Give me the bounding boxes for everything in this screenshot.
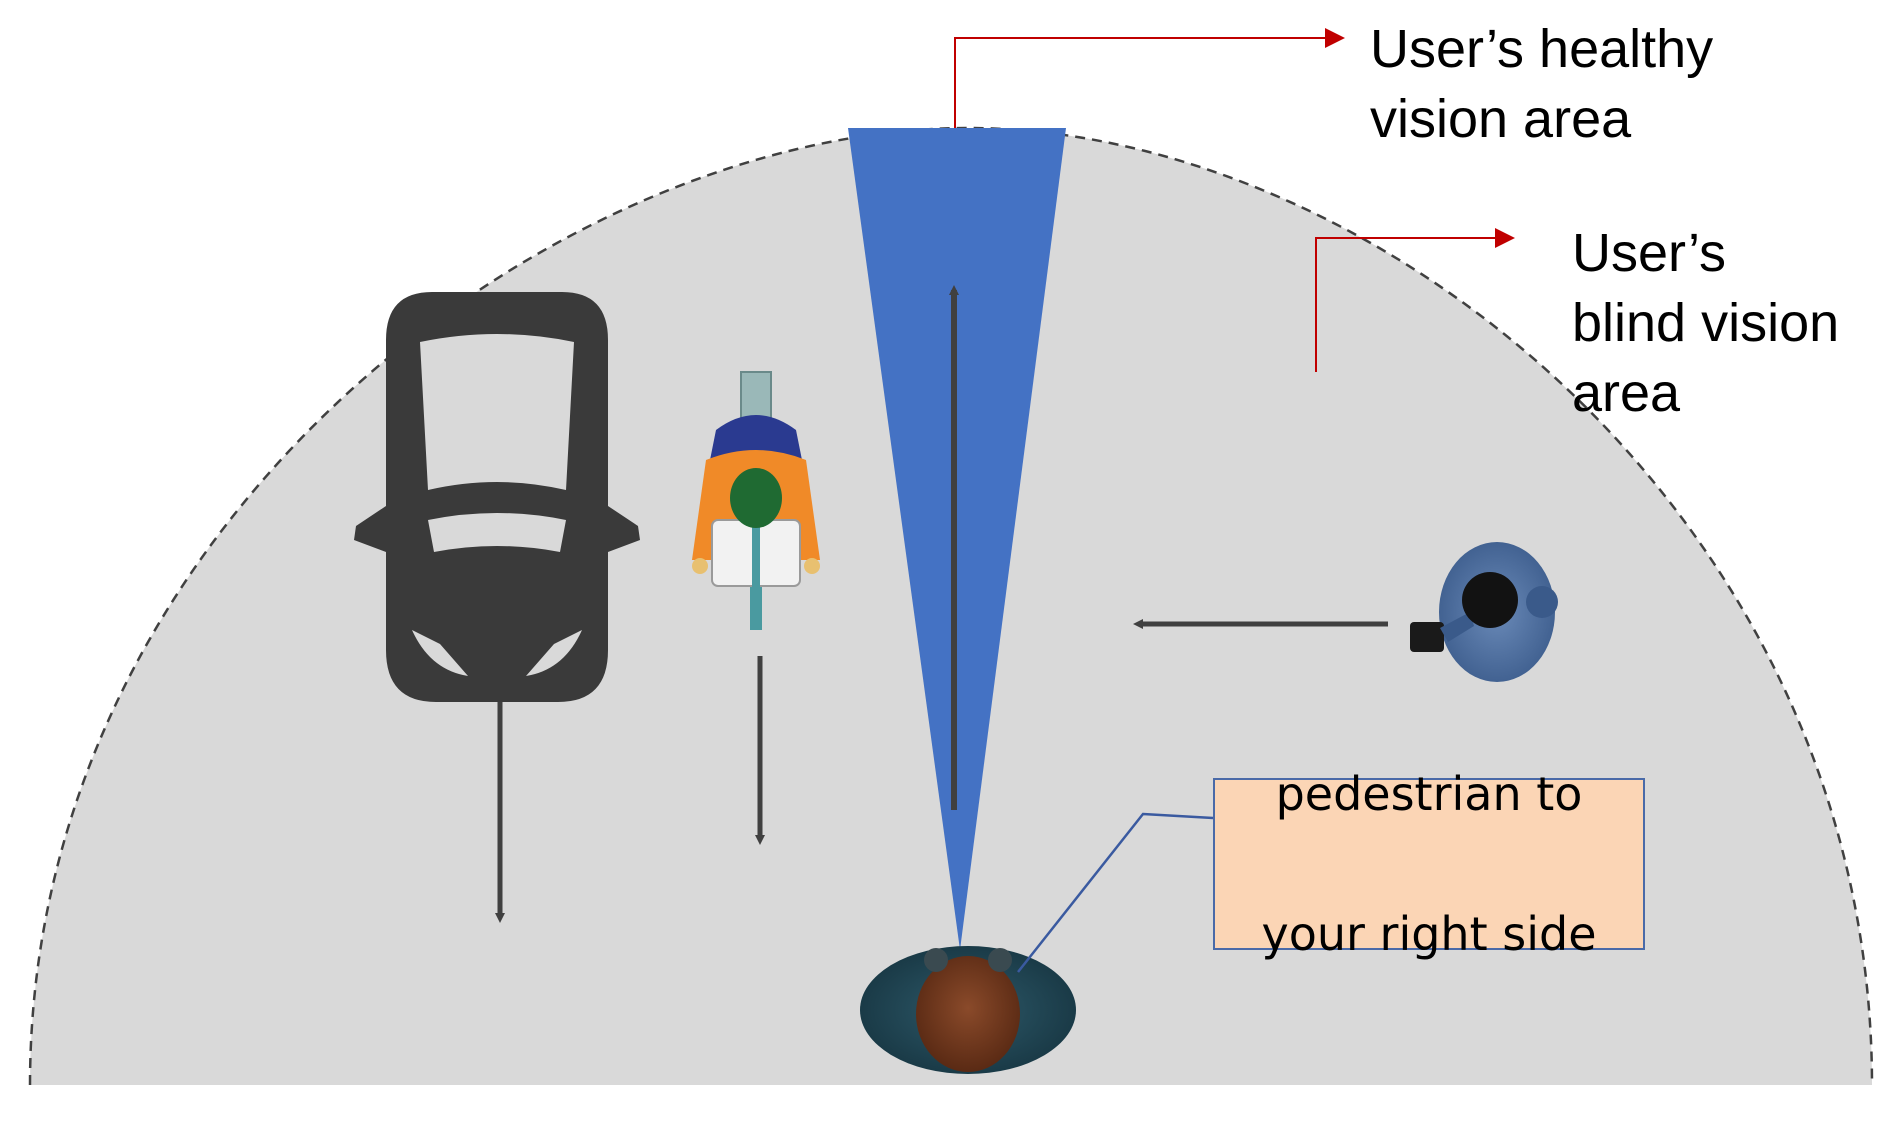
blind-label-line1: User’s <box>1572 223 1727 283</box>
healthy-label-line1: User’s healthy <box>1370 19 1714 79</box>
healthy-vision-label: User’s healthy vision area <box>1370 14 1713 154</box>
blind-pointer-arrowhead <box>1495 228 1515 248</box>
blind-vision-label: User’s blind vision area <box>1572 218 1839 428</box>
user-icon <box>860 946 1076 1074</box>
healthy-label-line2: vision area <box>1370 89 1632 149</box>
cyclist-icon <box>692 371 820 630</box>
blind-pointer <box>1315 237 1495 372</box>
vision-field-border <box>28 126 1874 1086</box>
alert-connector <box>1017 812 1214 973</box>
alert-line1: pedestrian to <box>1275 767 1583 821</box>
pedestrian-icon <box>1410 542 1558 682</box>
alert-line2: your right side <box>1261 907 1597 961</box>
alert-text: pedestrian to your right side <box>1215 689 1643 1039</box>
car-icon <box>354 292 640 702</box>
healthy-pointer <box>954 37 1325 128</box>
alert-callout: pedestrian to your right side <box>1213 767 1645 961</box>
blind-label-line2: blind vision <box>1572 293 1840 353</box>
blind-label-line3: area <box>1572 363 1681 423</box>
healthy-pointer-arrowhead <box>1325 28 1345 48</box>
